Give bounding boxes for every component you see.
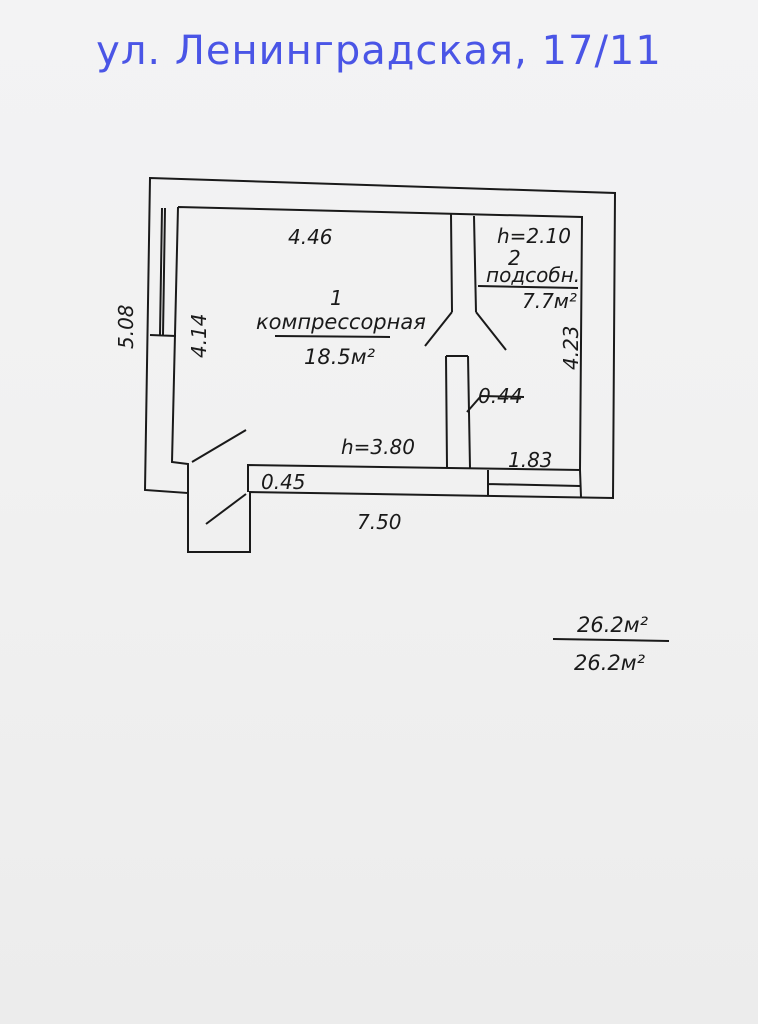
dim-partition: 0.44 <box>478 384 523 408</box>
dim-ceiling-room2: h=2.10 <box>497 224 571 248</box>
room2-name: подсобн. <box>486 263 580 287</box>
dim-top-room1: 4.46 <box>288 225 333 249</box>
dim-ceiling-room1: h=3.80 <box>341 435 415 459</box>
outer-wall <box>143 176 617 553</box>
dim-inner-left: 4.14 <box>187 313 211 358</box>
partition-lower <box>445 355 471 469</box>
door-room1 <box>191 429 247 463</box>
partition-wall <box>424 213 507 351</box>
dim-right-room2: 4.23 <box>559 325 583 370</box>
room2-underline <box>477 285 579 289</box>
dim-door-wall: 0.45 <box>261 470 306 494</box>
partition-leader <box>466 394 525 413</box>
room2-bottom-wall <box>487 469 582 498</box>
totals-divider <box>552 638 670 642</box>
dim-outer-left: 5.08 <box>114 304 138 349</box>
west-window <box>149 207 177 337</box>
room1-area: 18.5м² <box>304 345 376 369</box>
room1-number: 1 <box>330 286 343 310</box>
total-area-numerator: 26.2м² <box>577 613 649 637</box>
page-title: ул. Ленинградская, 17/11 <box>96 28 662 74</box>
room1-underline <box>274 335 391 338</box>
dim-total-length: 7.50 <box>357 510 402 534</box>
room2-area: 7.7м² <box>522 289 577 313</box>
dim-bottom-room2: 1.83 <box>508 448 553 472</box>
room1-name: компрессорная <box>256 310 426 334</box>
total-area-denominator: 26.2м² <box>574 651 646 675</box>
room2-number: 2 <box>508 246 521 270</box>
door-entrance <box>205 493 247 525</box>
